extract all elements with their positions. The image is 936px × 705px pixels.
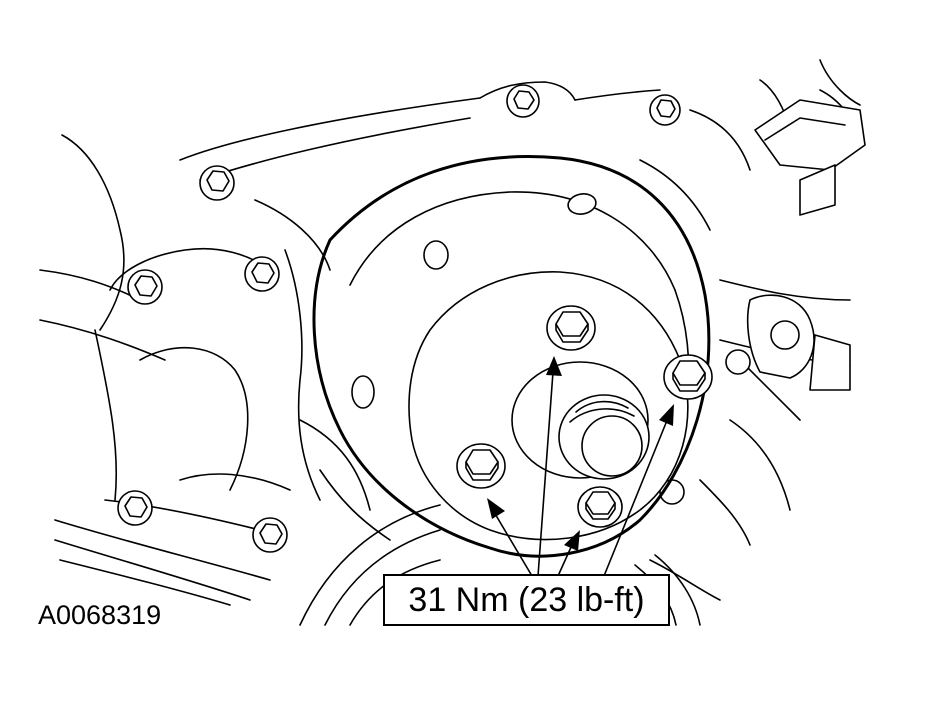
bolt-head-icon <box>199 165 235 201</box>
torque-callout-arrows <box>487 356 674 577</box>
bolt-head-icon <box>244 256 280 292</box>
bolt-head-icon <box>725 349 751 375</box>
figure-id-label: A0068319 <box>38 600 162 630</box>
torque-spec-label: 31 Nm (23 lb-ft) <box>383 574 670 626</box>
bolt-head-icon <box>252 517 288 553</box>
bolt-head-icon <box>577 486 623 528</box>
bolt-head-icon <box>117 490 153 526</box>
bolt-head-icon <box>649 94 681 126</box>
water-pump-pulley <box>312 155 711 558</box>
pulley-bolts <box>456 305 713 528</box>
bolt-head-icon <box>506 84 540 118</box>
upper-right-bracket <box>754 59 866 216</box>
bolt-head-icon <box>127 269 163 305</box>
bolt-head-icon <box>546 305 596 351</box>
housing-bolts <box>117 84 751 553</box>
bolt-head-icon <box>663 354 713 400</box>
alternator-bracket <box>746 294 851 391</box>
lower-pulley-edge <box>299 504 701 626</box>
bolt-head-icon <box>456 443 506 489</box>
